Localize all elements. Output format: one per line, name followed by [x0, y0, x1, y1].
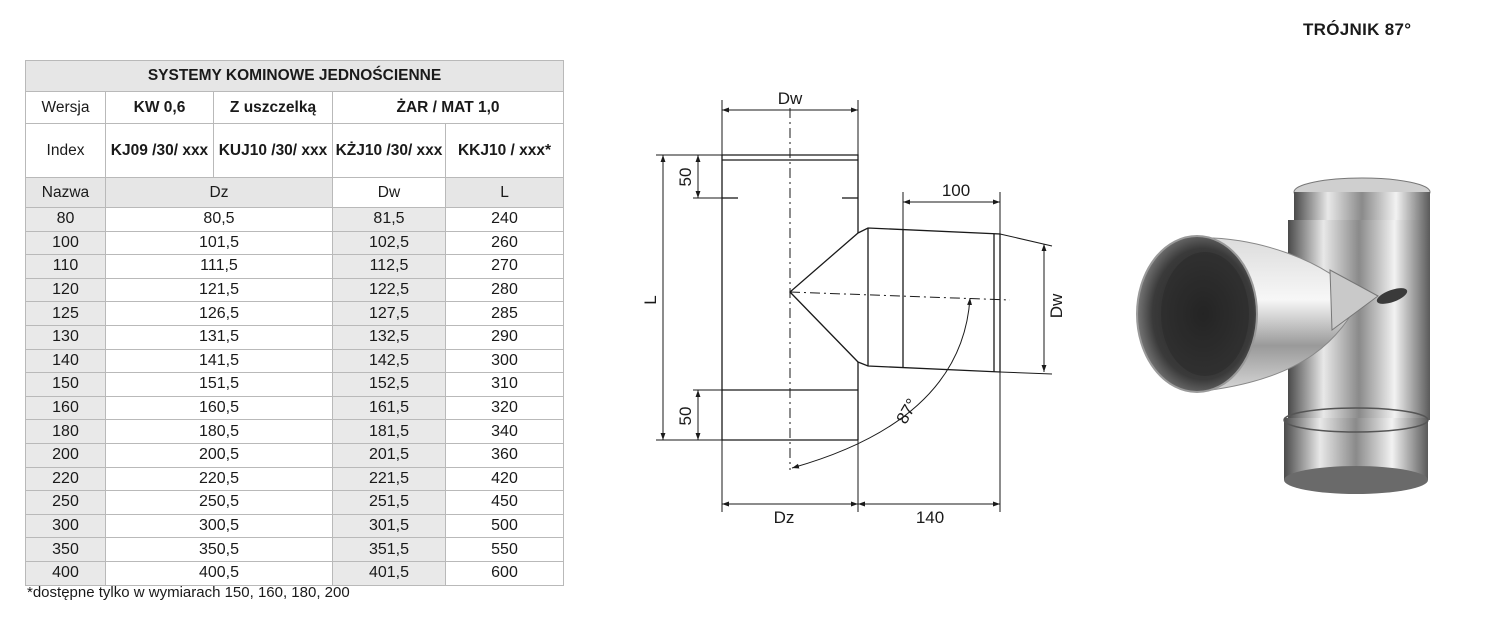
- cell-l: 550: [444, 537, 565, 562]
- cell-nazwa: 400: [25, 560, 106, 586]
- cell-l: 420: [444, 466, 565, 492]
- cell-nazwa: 250: [25, 490, 106, 515]
- dim-l: L: [641, 295, 660, 304]
- column-header-dz: Dz: [105, 177, 333, 208]
- cell-nazwa: 150: [25, 372, 106, 397]
- cell-dw: 221,5: [332, 466, 446, 492]
- dim-50-bottom: 50: [676, 407, 695, 426]
- index-kzj10: KŻJ10 /30/ xxx: [332, 123, 446, 178]
- cell-nazwa: 80: [25, 207, 106, 232]
- cell-dz: 350,5: [105, 537, 333, 562]
- cell-dw: 251,5: [332, 490, 446, 515]
- dim-100: 100: [942, 181, 970, 200]
- cell-l: 600: [444, 560, 565, 586]
- cell-nazwa: 180: [25, 419, 106, 444]
- cell-dz: 180,5: [105, 419, 333, 444]
- cell-l: 310: [444, 372, 565, 397]
- index-kkj10: KKJ10 / xxx*: [444, 123, 565, 178]
- cell-dw: 181,5: [332, 419, 446, 444]
- cell-dz: 160,5: [105, 395, 333, 421]
- cell-l: 360: [444, 442, 565, 468]
- cell-dz: 111,5: [105, 254, 333, 279]
- cell-l: 500: [444, 513, 565, 539]
- version-zar-mat: ŻAR / MAT 1,0: [331, 91, 565, 124]
- cell-dw: 142,5: [332, 348, 446, 374]
- cell-dw: 102,5: [332, 230, 446, 256]
- cell-l: 285: [444, 301, 565, 326]
- dim-dz: Dz: [774, 508, 795, 527]
- tee-product-image: [1136, 177, 1431, 494]
- cell-nazwa: 160: [25, 395, 106, 421]
- cell-l: 280: [444, 277, 565, 303]
- cell-dz: 400,5: [105, 560, 333, 586]
- cell-dw: 112,5: [332, 254, 446, 279]
- cell-nazwa: 140: [25, 348, 106, 374]
- cell-l: 240: [444, 207, 565, 232]
- index-kj09: KJ09 /30/ xxx: [105, 123, 214, 178]
- dim-dw-side: Dw: [1047, 293, 1066, 318]
- cell-dw: 201,5: [332, 442, 446, 468]
- cell-l: 270: [444, 254, 565, 279]
- cell-dz: 200,5: [105, 442, 333, 468]
- cell-dw: 401,5: [332, 560, 446, 586]
- column-header-nazwa: Nazwa: [25, 177, 106, 208]
- column-header-dw: Dw: [332, 177, 446, 208]
- cell-nazwa: 130: [25, 324, 106, 350]
- dim-50-top: 50: [676, 168, 695, 187]
- cell-dz: 220,5: [105, 466, 333, 492]
- cell-dz: 250,5: [105, 490, 333, 515]
- cell-dw: 122,5: [332, 277, 446, 303]
- cell-l: 300: [444, 348, 565, 374]
- cell-dz: 151,5: [105, 372, 333, 397]
- cell-l: 340: [444, 419, 565, 444]
- spec-table: SYSTEMY KOMINOWE JEDNOŚCIENNE Wersja KW …: [24, 60, 565, 586]
- cell-dw: 152,5: [332, 372, 446, 397]
- cell-dw: 161,5: [332, 395, 446, 421]
- version-seal: Z uszczelką: [213, 91, 333, 124]
- index-label: Index: [25, 123, 106, 178]
- cell-dz: 80,5: [105, 207, 333, 232]
- cell-dz: 131,5: [105, 324, 333, 350]
- cell-dz: 121,5: [105, 277, 333, 303]
- cell-nazwa: 125: [25, 301, 106, 326]
- cell-dw: 351,5: [332, 537, 446, 562]
- cell-nazwa: 350: [25, 537, 106, 562]
- dim-dw-top: Dw: [778, 89, 803, 108]
- footnote: *dostępne tylko w wymiarach 150, 160, 18…: [27, 584, 350, 601]
- cell-l: 450: [444, 490, 565, 515]
- column-header-l: L: [444, 177, 565, 208]
- cell-dw: 132,5: [332, 324, 446, 350]
- cell-dz: 141,5: [105, 348, 333, 374]
- cell-dz: 101,5: [105, 230, 333, 256]
- cell-l: 290: [444, 324, 565, 350]
- dim-140: 140: [916, 508, 944, 527]
- angle-label: 87°: [893, 395, 922, 427]
- cell-nazwa: 200: [25, 442, 106, 468]
- page-title: TRÓJNIK 87°: [1303, 20, 1412, 39]
- cell-dw: 81,5: [332, 207, 446, 232]
- cell-nazwa: 120: [25, 277, 106, 303]
- cell-l: 260: [444, 230, 565, 256]
- cell-l: 320: [444, 395, 565, 421]
- cell-dw: 301,5: [332, 513, 446, 539]
- cell-nazwa: 220: [25, 466, 106, 492]
- cell-nazwa: 110: [25, 254, 106, 279]
